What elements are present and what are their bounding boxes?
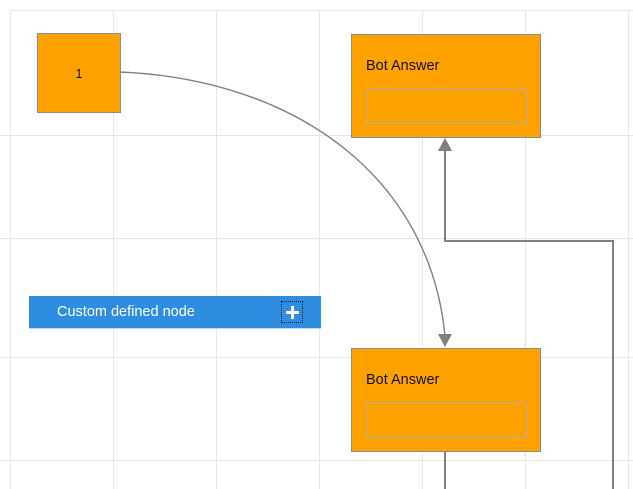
node-bot-answer-bottom-title: Bot Answer — [366, 372, 440, 388]
custom-defined-node-label: Custom defined node — [57, 303, 195, 320]
custom-defined-node-bar[interactable]: Custom defined node — [29, 296, 321, 328]
node-1[interactable]: 1 — [37, 33, 121, 113]
add-node-button[interactable] — [281, 301, 303, 323]
plus-icon — [285, 305, 299, 319]
node-bot-answer-bottom-slot[interactable] — [366, 403, 527, 438]
node-bot-answer-bottom[interactable]: Bot Answer — [351, 348, 541, 452]
node-bot-answer-top-slot[interactable] — [366, 89, 527, 124]
node-1-label: 1 — [75, 65, 83, 81]
node-bot-answer-top-title: Bot Answer — [366, 58, 440, 74]
node-bot-answer-top[interactable]: Bot Answer — [351, 34, 541, 138]
